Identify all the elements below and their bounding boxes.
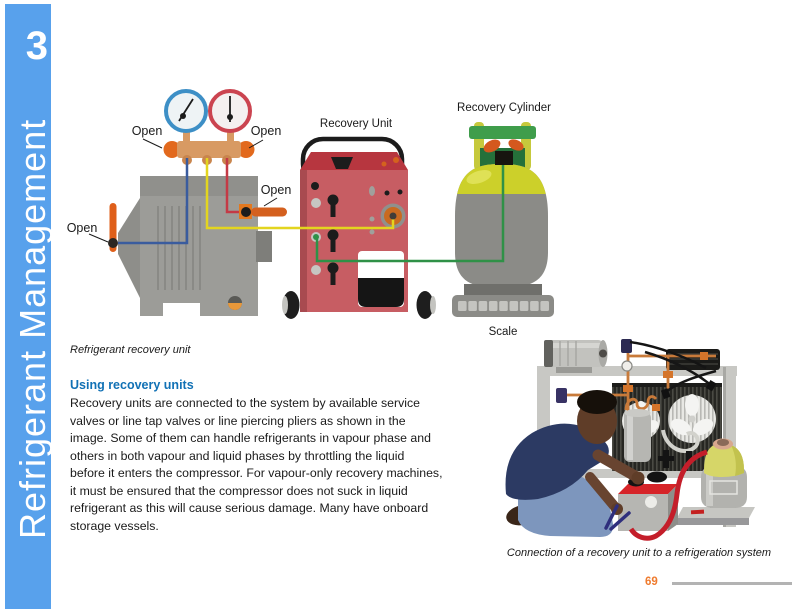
- compressor-illustration: [118, 176, 272, 317]
- figure-caption: Connection of a recovery unit to a refri…: [506, 547, 772, 559]
- body-line: others in both vapour and liquid phases …: [70, 448, 405, 463]
- cylinder-valve: [495, 151, 513, 165]
- unit-valve-knobs: [327, 194, 339, 285]
- recovery-cylinder-illustration: [452, 122, 554, 317]
- body-line: image. Some of them can handle refrigera…: [70, 431, 431, 445]
- liquid-receiver-tank: [544, 340, 608, 373]
- technician: [505, 390, 617, 537]
- body-line: Recovery units are connected to the syst…: [70, 396, 420, 410]
- white-hose: [661, 429, 700, 453]
- red-charging-hose: [628, 449, 708, 541]
- service-valve-top: [621, 339, 632, 353]
- wrench-tool: [604, 504, 631, 531]
- label-leader-lines: [88, 138, 278, 243]
- body-line: before it enters the compressor. For vap…: [70, 466, 443, 480]
- charging-cylinder-on-scale: [677, 438, 755, 525]
- recovery-unit-label: Recovery Unit: [320, 118, 393, 130]
- body-line: valves or line tap valves or line pierci…: [70, 413, 406, 428]
- open-label-discharge: Open: [261, 183, 292, 197]
- condensing-unit-compressor: [666, 349, 720, 370]
- receiver-cylinder: [624, 409, 651, 462]
- body-line: it must be ensured that the compressor d…: [70, 483, 408, 498]
- high-pressure-gauge: [208, 89, 252, 133]
- arm-right: [592, 449, 641, 482]
- black-hoses: [644, 350, 717, 393]
- body-line: refrigerant as this will cause serious d…: [70, 501, 429, 515]
- green-hose: [315, 162, 505, 263]
- service-valve-left: [556, 388, 567, 403]
- manifold-gauge-set: [163, 89, 255, 165]
- chapter-number: 3: [25, 24, 48, 68]
- blue-hose: [118, 158, 189, 245]
- recovery-unit-illustration: [282, 136, 436, 319]
- page-number: 69: [645, 576, 658, 588]
- recovery-setup-diagram: Open Open Open Open Recovery Unit Recove…: [67, 89, 554, 338]
- footer-rule: [672, 582, 792, 585]
- open-label-manifold-right: Open: [251, 124, 282, 138]
- suction-service-valve: [108, 203, 118, 252]
- arm-left: [585, 472, 620, 512]
- technician-figure: [505, 339, 755, 541]
- open-label-manifold-left: Open: [132, 124, 163, 138]
- fan-right: [668, 394, 716, 443]
- section-heading: Using recovery units: [70, 378, 194, 392]
- hair: [577, 390, 617, 414]
- recovery-cylinder-label: Recovery Cylinder: [457, 102, 551, 114]
- body-line: storage vessels.: [70, 518, 159, 533]
- discharge-service-valve: [239, 204, 287, 219]
- body-paragraph: Recovery units are connected to the syst…: [70, 395, 450, 535]
- pressure-gauge-small: [621, 360, 633, 372]
- shirt: [505, 423, 609, 500]
- yellow-hose: [205, 158, 395, 230]
- scale-label: Scale: [489, 326, 518, 338]
- open-label-suction: Open: [67, 221, 98, 235]
- diagram-caption: Refrigerant recovery unit: [70, 344, 191, 356]
- chapter-sidebar: 3 Refrigerant Management: [5, 4, 53, 609]
- low-pressure-gauge: [164, 89, 208, 133]
